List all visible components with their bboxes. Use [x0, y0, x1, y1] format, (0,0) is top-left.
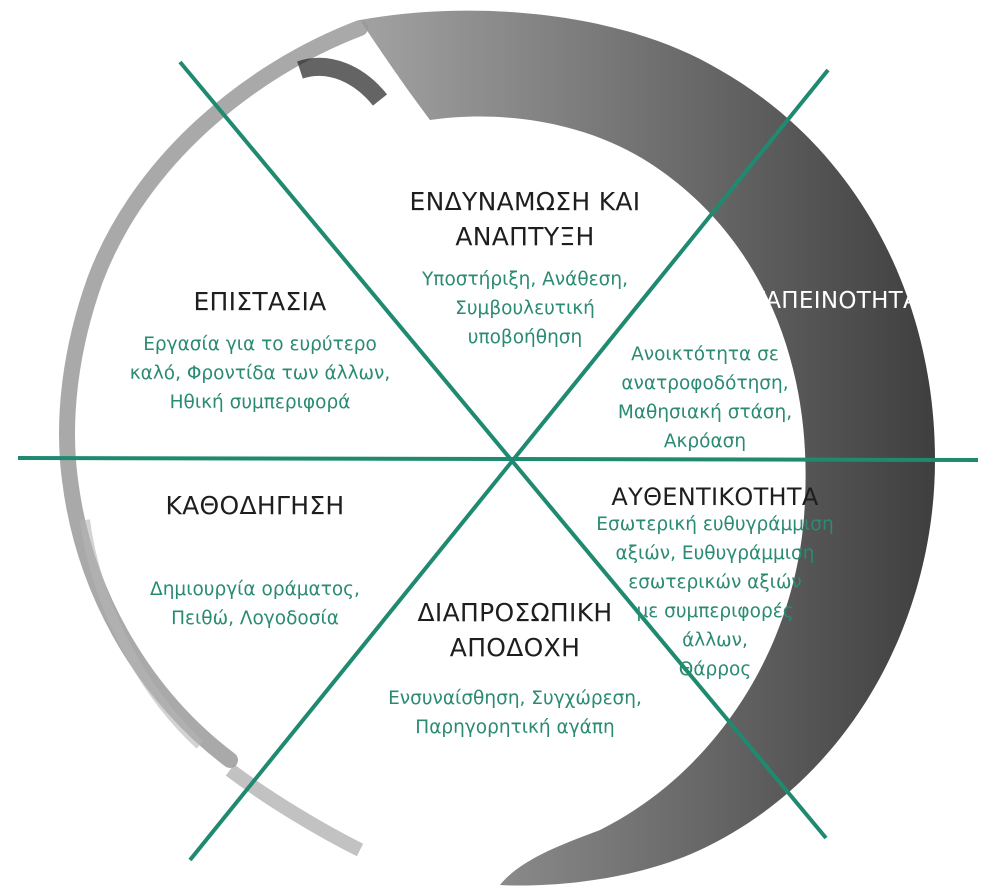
segment-empowerment-desc: Υποστήριξη, Ανάθεση, Συμβουλευτική υποβο… [422, 269, 628, 348]
segment-stewardship-desc: Εργασία για το ευρύτερο καλό, Φροντίδα τ… [129, 334, 391, 413]
coffee-ring-stain [59, 10, 935, 886]
segment-authenticity-desc: Εσωτερική ευθυγράμμιση αξιών, Ευθυγράμμι… [596, 514, 834, 680]
segment-guidance-desc: Δημιουργία οράματος, Πειθώ, Λογοδοσία [150, 579, 360, 629]
diagonal-divider-a [178, 60, 828, 840]
divider-lines [17, 60, 979, 862]
segment-acceptance-title: ΔΙΑΠΡΟΣΩΠΙΚΗ ΑΠΟΔΟΧΗ [417, 598, 613, 662]
segment-guidance-title: ΚΑΘΟΔΗΓΗΣΗ [165, 491, 345, 520]
segment-humility-desc: Ανοικτότητα σε ανατροφοδότηση, Μαθησιακή… [617, 344, 793, 452]
diagonal-divider-b [188, 68, 830, 862]
segment-humility-title: ΤΑΠΕΙΝΟΤΗΤΑ [750, 288, 920, 314]
segment-empowerment-title: ΕΝΔΥΝΑΜΩΣΗ ΚΑΙ ΑΝΑΠΤΥΞΗ [409, 187, 641, 251]
segment-stewardship-title: ΕΠΙΣΤΑΣΙΑ [193, 287, 327, 316]
horizontal-divider [17, 456, 979, 462]
segment-acceptance-desc: Ενσυναίσθηση, Συγχώρεση, Παρηγορητική αγ… [388, 688, 642, 738]
segment-authenticity-title: ΑΥΘΕΝΤΙΚΟΤΗΤΑ [611, 483, 819, 511]
